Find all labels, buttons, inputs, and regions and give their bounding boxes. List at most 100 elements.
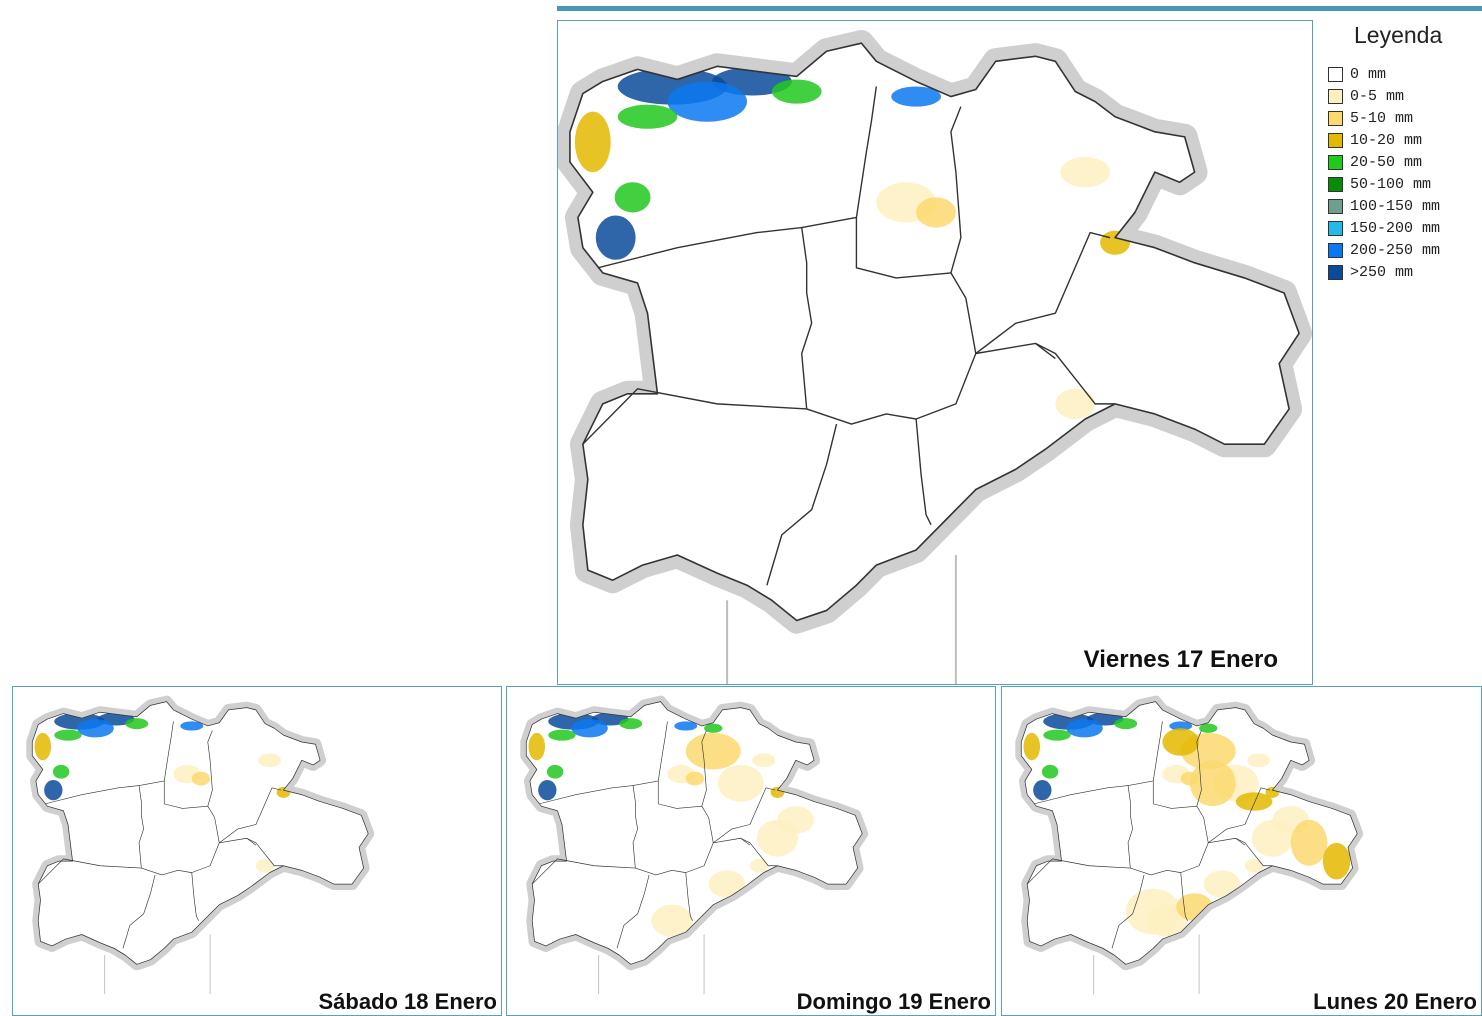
legend-swatch [1328,88,1343,104]
frame-line [726,555,957,684]
province-border [1180,872,1188,921]
province-border [45,785,144,869]
precip-area [1114,718,1138,730]
province-border [1130,837,1246,876]
precip-area [1125,888,1181,935]
map-date-label: Sábado 18 Enero [318,989,497,1014]
province-border [582,388,807,445]
precipitation-map [558,30,1312,684]
precip-area [258,753,282,768]
legend-label: 200-250 mm [1350,241,1441,259]
precip-area [617,104,678,129]
province-border [975,231,1111,355]
province-border [635,837,751,876]
precipitation-map [26,695,375,995]
map-panel-sabado: Sábado 18 Enero [12,686,502,1016]
frame-line [1093,934,1200,995]
province-border [163,780,220,843]
legend-item: 150-200 mm [1326,217,1482,239]
precip-area [546,764,564,779]
precip-area [685,732,741,770]
precip-layer [1023,712,1351,937]
province-border [597,226,813,409]
precip-area [1066,719,1103,738]
precip-area [1247,753,1271,768]
legend-item: 200-250 mm [1326,239,1482,261]
precip-area [574,111,611,173]
legend-label: 5-10 mm [1350,109,1414,127]
precip-area [1041,764,1059,779]
precip-area [1169,721,1193,731]
legend-item: 50-100 mm [1326,173,1482,195]
legend-label: 0-5 mm [1350,87,1405,105]
precip-area [1055,388,1096,419]
legend-item: 100-150 mm [1326,195,1482,217]
precip-area [34,732,52,761]
legend-item: 10-20 mm [1326,129,1482,151]
legend-label: 20-50 mm [1350,153,1423,171]
precip-area [704,723,723,733]
province-border [915,418,932,526]
legend-item: 0-5 mm [1326,85,1482,107]
legend-swatch [1328,176,1343,192]
province-border [37,858,142,885]
precip-area [708,870,746,898]
precip-area [595,215,636,260]
province-border [191,872,199,921]
precip-area [538,780,557,801]
province-border [1034,785,1133,869]
frame-line [598,934,705,995]
precip-area [667,81,747,122]
map-date-label: Lunes 20 Enero [1313,989,1477,1014]
legend-label: 100-150 mm [1350,197,1441,215]
legend-swatch [1328,220,1343,236]
precip-area [571,719,608,738]
province-border [616,874,650,949]
legend-swatch [1328,198,1343,214]
region-base [569,43,1300,621]
legend-item: >250 mm [1326,261,1482,283]
province-border [701,730,707,807]
legend-swatch [1328,264,1343,280]
province-border [1152,780,1209,843]
precip-area [777,806,815,834]
province-border [246,837,284,867]
precip-area [77,719,114,738]
precip-area [685,771,705,786]
frame-line [104,934,211,995]
precip-area [749,858,769,873]
precipitation-map [520,695,869,995]
precip-area [1322,842,1351,880]
precip-area [752,753,776,768]
province-border [122,874,156,949]
precip-area [717,764,764,802]
legend-title: Leyenda [1354,22,1443,48]
province-border [539,785,638,869]
precip-area [1033,780,1052,801]
precip-area [916,197,956,228]
province-border [685,872,693,921]
map-panel-viernes: Viernes 17 Enero [557,20,1313,685]
precip-area [674,721,698,731]
precipitation-map [1015,695,1364,995]
province-border [806,342,1056,425]
province-border [801,86,878,229]
precip-area [1235,792,1273,811]
province-border [632,721,668,786]
precip-area [44,780,63,801]
legend-swatch [1328,66,1343,82]
precip-area [1203,870,1241,898]
legend-item: 0 mm [1326,63,1482,85]
province-border [855,217,977,354]
precip-area [548,729,576,741]
province-border [713,787,776,844]
precip-area [1290,819,1328,866]
province-border [1208,787,1271,844]
province-border [531,858,636,885]
precip-area [1189,760,1236,807]
legend: Leyenda 0 mm 0-5 mm 5-10 mm 10-20 mm 20-… [1326,22,1482,283]
legend-swatch [1328,154,1343,170]
province-border [657,780,714,843]
region-border [1020,701,1358,965]
province-border [138,721,174,786]
